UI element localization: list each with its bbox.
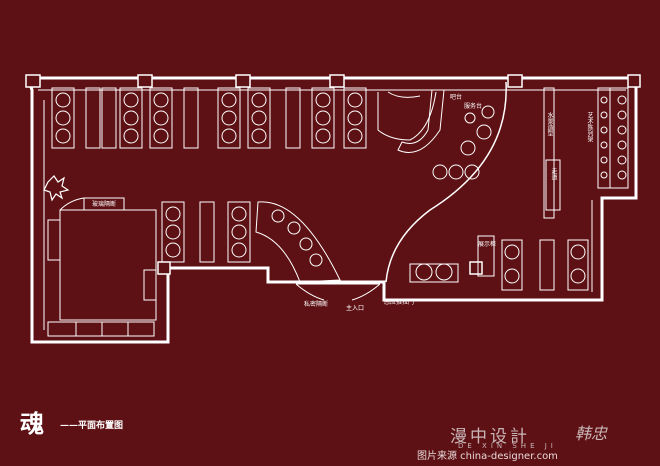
source-watermark: 图片来源 china-designer.com — [417, 451, 558, 462]
label-shelf: 艺术陈列架 — [586, 112, 593, 142]
label-entrance: 主入口 — [346, 305, 365, 312]
bottom-right-booths — [409, 235, 589, 291]
kitchen — [47, 197, 157, 337]
label-sliding-door: 感应推拉门 — [384, 299, 415, 306]
studio-pinyin: DE XIN SHE JI — [458, 442, 557, 450]
curved-sofa — [255, 201, 341, 283]
outer-walls — [25, 76, 638, 344]
label-service-counter: 服务台 — [464, 103, 483, 110]
middle-booths — [161, 201, 251, 263]
label-display: 展示柜 — [478, 241, 497, 248]
label-water-display: 水景造型 — [546, 112, 553, 136]
title-char: 魂 — [20, 409, 44, 438]
curved-bar — [377, 89, 495, 180]
columns — [25, 74, 641, 275]
plant — [43, 175, 70, 202]
designer-signature: 韩忠 — [575, 424, 608, 443]
top-booths — [51, 87, 367, 149]
label-corridor: 走道 — [550, 168, 557, 180]
curved-partition — [385, 81, 507, 283]
label-privacy-partition: 私密隔断 — [304, 301, 329, 308]
label-glass-partition: 玻璃隔断 — [92, 201, 117, 208]
studio-name: 漫中设計 — [450, 427, 530, 447]
label-bar-top: 吧台 — [450, 94, 463, 101]
plan-subtitle: ——平面布置图 — [60, 421, 124, 431]
entrance-doors — [295, 283, 381, 301]
right-zone — [543, 87, 629, 219]
